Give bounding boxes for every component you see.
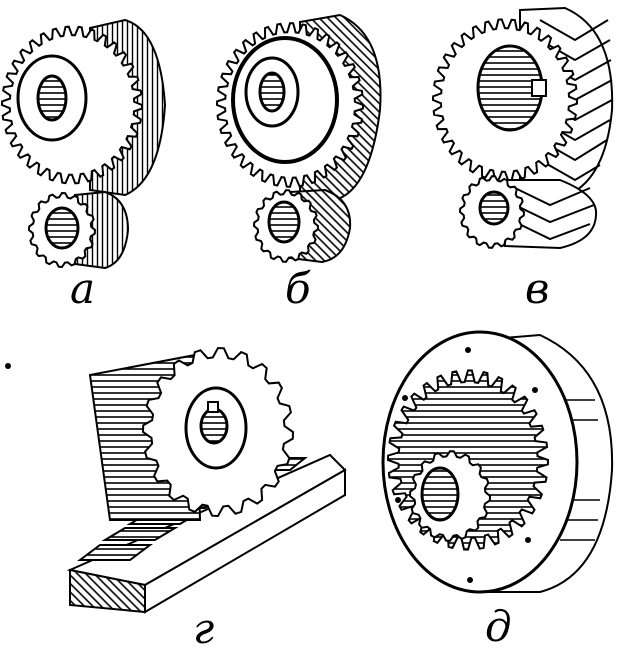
internal-gear-drawing bbox=[381, 330, 614, 594]
pinion-keyway bbox=[207, 401, 219, 413]
gear-v-keyway bbox=[531, 79, 547, 97]
stray-dot bbox=[5, 363, 11, 369]
gear-b-rim bbox=[231, 36, 339, 164]
pinion-bore bbox=[199, 407, 229, 445]
label-d: д bbox=[485, 602, 512, 650]
rack-side bbox=[144, 468, 346, 614]
helical-gear-pair-drawing bbox=[215, 13, 382, 264]
gear-a-bore bbox=[36, 74, 68, 122]
internal-pinion-hub bbox=[420, 466, 460, 522]
spur-gear-pair-drawing bbox=[0, 18, 167, 270]
gear-v-small-hub bbox=[478, 190, 510, 226]
gear-v-small-chevrons bbox=[514, 187, 595, 241]
gear-a-small-side bbox=[74, 190, 130, 270]
rack-and-pinion-drawing bbox=[5, 346, 347, 614]
label-a: а bbox=[70, 264, 96, 313]
herringbone-gear-pair-drawing bbox=[431, 6, 614, 250]
ring-bolt-holes bbox=[395, 347, 538, 583]
gear-a-small-hub bbox=[44, 206, 80, 250]
gear-b-bore bbox=[258, 71, 286, 113]
label-v: в bbox=[525, 264, 550, 313]
label-g: г bbox=[193, 604, 215, 650]
label-b: б bbox=[285, 264, 311, 313]
gear-b-small-hub bbox=[267, 200, 301, 244]
